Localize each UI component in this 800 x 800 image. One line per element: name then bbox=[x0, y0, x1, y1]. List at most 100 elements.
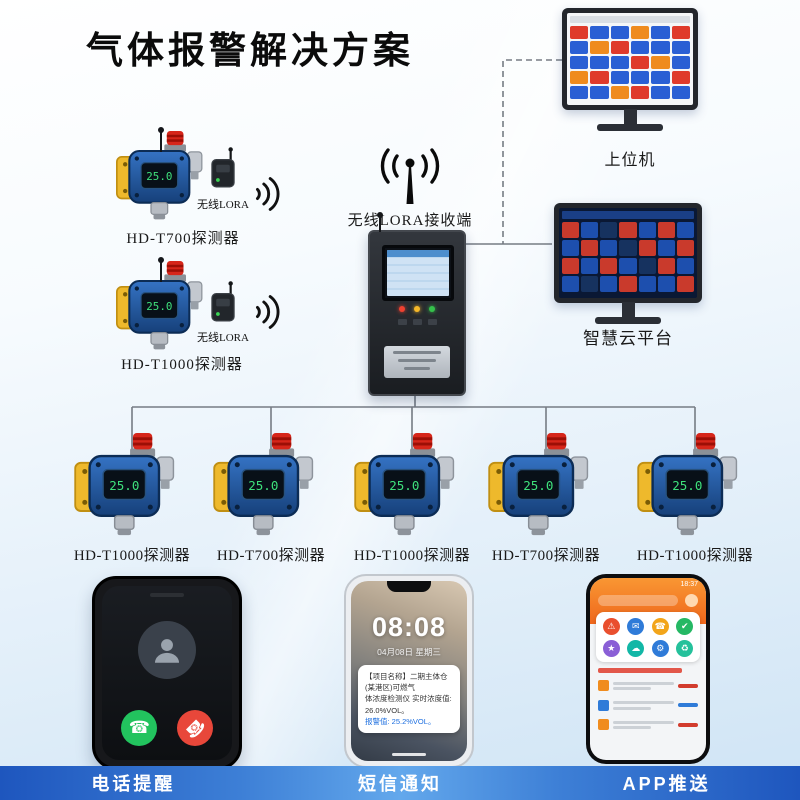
led-yellow bbox=[414, 306, 420, 312]
cabinet-screen-bezel bbox=[382, 245, 454, 301]
app-icon: ☎ bbox=[651, 618, 669, 635]
cabinet-indicator-leds bbox=[370, 306, 464, 312]
call-buttons: ☎ ☎ bbox=[102, 710, 232, 746]
bottom-detector-5-label: HD-T1000探测器 bbox=[636, 548, 754, 564]
app-list-item bbox=[598, 718, 698, 732]
cloud-screen-header bbox=[562, 211, 694, 219]
footer-item-sms-notify: 短信通知 bbox=[358, 774, 442, 794]
decline-call-button: ☎ bbox=[176, 710, 213, 746]
cabinet-button bbox=[412, 319, 422, 325]
alarm-controller-cabinet bbox=[368, 212, 466, 396]
lora-receiver-antenna-icon bbox=[370, 146, 450, 210]
lock-screen-clock: 08:08 bbox=[371, 612, 447, 642]
host-monitor-bezel bbox=[562, 8, 698, 110]
cabinet-button bbox=[427, 319, 437, 325]
app-user-avatar bbox=[685, 594, 698, 607]
lora-module-label: 无线LORA bbox=[197, 332, 249, 344]
phone-notch bbox=[387, 581, 431, 592]
caller-avatar bbox=[138, 621, 196, 679]
monitor-stand-base bbox=[597, 124, 663, 131]
detector-antenna bbox=[158, 257, 164, 282]
cloud-screen-grid bbox=[559, 219, 697, 295]
cloud-platform-monitor bbox=[554, 203, 702, 324]
cabinet-button bbox=[397, 319, 407, 325]
sms-line-alarm-value: 报警值: 25.2%VOL。 bbox=[365, 716, 436, 726]
list-item-value bbox=[678, 703, 698, 708]
status-time: 18:37 bbox=[680, 581, 698, 588]
app-icon: ⚙ bbox=[651, 640, 669, 657]
sms-notification-card: 【项目名称】二期主体仓(某港区)可燃气 体浓度检测仪 实时浓度值: 26.0%V… bbox=[358, 664, 460, 733]
footer-bar: 电话提醒 短信通知 APP推送 bbox=[0, 766, 800, 800]
list-item-value bbox=[678, 683, 698, 688]
cabinet-antenna bbox=[377, 212, 383, 232]
bottom-detector-4 bbox=[488, 432, 604, 538]
cabinet-screen bbox=[387, 250, 449, 296]
list-item-text bbox=[613, 718, 674, 732]
dashed-link-host bbox=[502, 59, 562, 244]
left-detector-2-label: HD-T1000探测器 bbox=[121, 357, 243, 373]
app-icon: ★ bbox=[602, 640, 620, 657]
detector-antenna bbox=[158, 127, 164, 152]
app-icon: ⚠ bbox=[602, 618, 620, 635]
cloud-monitor-screen bbox=[559, 208, 697, 298]
left-detector-1-label: HD-T700探测器 bbox=[126, 231, 240, 247]
app-screen: 18:37 ⚠✉☎✔★☁⚙♻ bbox=[590, 578, 706, 760]
bottom-detector-5 bbox=[637, 432, 753, 538]
app-push-phone: 18:37 ⚠✉☎✔★☁⚙♻ bbox=[586, 574, 710, 764]
app-icon: ✉ bbox=[627, 618, 645, 635]
bottom-detector-3 bbox=[354, 432, 470, 538]
lora-module-icon bbox=[206, 146, 240, 192]
monitor-stand-neck bbox=[621, 302, 635, 317]
decline-call-icon: ☎ bbox=[180, 714, 210, 743]
lock-screen: 08:08 04月08日 星期三 【项目名称】二期主体仓(某港区)可燃气 体浓度… bbox=[351, 581, 467, 761]
phone-earpiece bbox=[150, 593, 184, 597]
cloud-monitor-bezel bbox=[554, 203, 702, 303]
host-computer-monitor bbox=[562, 8, 698, 131]
bottom-detector-1-label: HD-T1000探测器 bbox=[73, 548, 191, 564]
lock-screen-date: 04月08日 星期三 bbox=[377, 647, 441, 657]
bottom-detector-3-label: HD-T1000探测器 bbox=[353, 548, 471, 564]
app-search-bar bbox=[598, 595, 678, 606]
call-screen: ☎ ☎ bbox=[102, 586, 232, 760]
cabinet-buttons bbox=[370, 319, 464, 325]
list-item-text bbox=[613, 699, 674, 713]
bus-to-detectors bbox=[131, 392, 696, 452]
cabinet-nameplate bbox=[384, 346, 450, 378]
list-item-icon bbox=[598, 719, 609, 731]
list-item-icon bbox=[598, 680, 609, 692]
list-item-icon bbox=[598, 699, 609, 711]
list-item-text bbox=[613, 679, 674, 693]
app-icon-grid: ⚠✉☎✔★☁⚙♻ bbox=[596, 612, 700, 662]
sms-line: 体浓度检测仪 实时浓度值: 26.0%VOL。 bbox=[365, 694, 452, 715]
cloud-monitor-label: 智慧云平台 bbox=[583, 329, 673, 348]
app-icon: ☁ bbox=[627, 640, 645, 657]
bottom-detector-1 bbox=[74, 432, 190, 538]
monitor-stand-base bbox=[595, 317, 661, 324]
lora-receiver-label: 无线LORA接收端 bbox=[347, 213, 473, 229]
wireless-signal-icon bbox=[252, 290, 292, 334]
app-list-item bbox=[598, 699, 698, 713]
lora-module-icon bbox=[206, 280, 240, 326]
footer-item-phone-alert: 电话提醒 bbox=[91, 774, 176, 794]
led-red bbox=[399, 306, 405, 312]
page-title: 气体报警解决方案 bbox=[86, 30, 414, 71]
host-monitor-label: 上位机 bbox=[604, 152, 656, 169]
app-alert-row bbox=[598, 668, 682, 673]
led-green bbox=[429, 306, 435, 312]
answer-call-icon: ☎ bbox=[128, 718, 150, 737]
bottom-detector-2-label: HD-T700探测器 bbox=[216, 548, 326, 564]
monitor-stand-neck bbox=[623, 109, 637, 124]
home-indicator bbox=[392, 753, 426, 756]
bottom-detector-4-label: HD-T700探测器 bbox=[491, 548, 601, 564]
app-list-item bbox=[598, 679, 698, 693]
list-item-value bbox=[678, 722, 698, 727]
lora-module-label: 无线LORA bbox=[197, 199, 249, 211]
app-icon: ✔ bbox=[676, 618, 694, 635]
sms-line: 【项目名称】二期主体仓(某港区)可燃气 bbox=[365, 671, 448, 692]
answer-call-button: ☎ bbox=[121, 710, 158, 746]
wireless-signal-icon bbox=[252, 172, 292, 216]
host-monitor-screen bbox=[567, 13, 693, 105]
phone-call-phone: ☎ ☎ bbox=[92, 576, 242, 770]
